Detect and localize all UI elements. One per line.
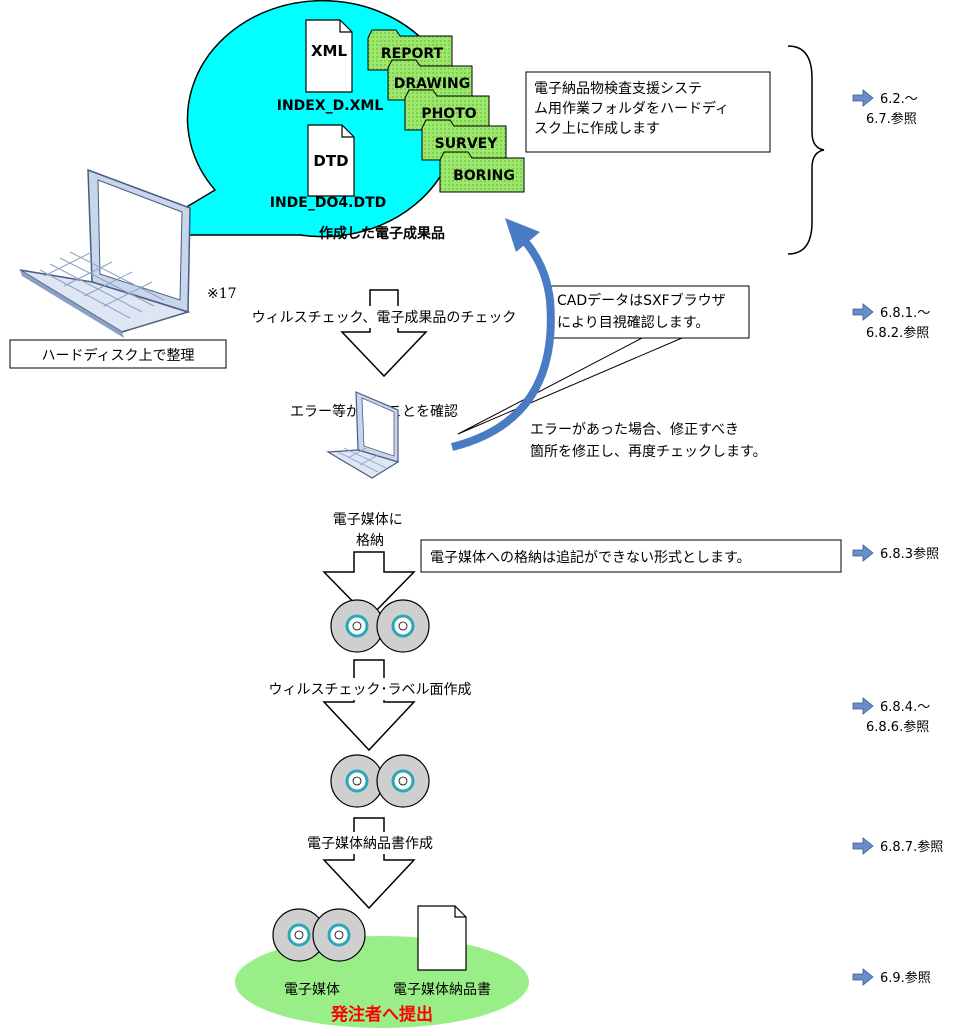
folder-label: BORING: [453, 168, 515, 184]
disc-icon: [272, 908, 326, 962]
arrow-right-icon: [852, 544, 874, 562]
document-icon: [417, 905, 467, 971]
final-doc-label: 電子媒体納品書: [393, 982, 491, 998]
error-note: エラーがあった場合、修正すべき 箇所を修正し、再度チェックします。: [530, 422, 767, 460]
hard-disk-label: ハードディスク上で整理: [41, 347, 194, 364]
reference-item: 6.8.3参照: [852, 544, 939, 562]
arrow-right-icon: [852, 89, 874, 107]
hard-disk-label-box: ハードディスク上で整理: [9, 339, 227, 369]
cad-note-line: により目視確認します。: [557, 315, 709, 331]
label-bg: [278, 832, 468, 854]
disc-pair: [272, 908, 366, 962]
label-bg: [238, 678, 500, 700]
folder-icon: REPORT: [367, 29, 453, 71]
svg-text:CADデータはSXFブラウザ により目視確認しま: CADデータはSXFブラウザ により目視確認します。: [557, 292, 730, 331]
arrow-down-icon: [322, 817, 416, 910]
disc-icon: [312, 908, 366, 962]
reference-label: 6.8.3参照: [880, 546, 939, 562]
label-bg: [228, 306, 540, 328]
reference-item: 6.8.7.参照: [852, 837, 943, 855]
folder-note-box: 電子納品物検査支援システ ム用作業フォルダをハードディ スク上に作成します: [525, 71, 771, 153]
disc-pair: [330, 599, 430, 653]
folder-label: SURVEY: [435, 136, 499, 152]
xml-file-name: INDEX_D.XML: [277, 98, 384, 114]
reference-label: 6.8.1.～6.8.2.参照: [866, 306, 930, 341]
reference-label: 6.2.～6.7.参照: [866, 92, 918, 127]
virus-check-label: ウィルスチェック、電子成果品のチェック: [252, 310, 517, 326]
laptop-icon: [326, 391, 400, 479]
return-curve-arrow: [451, 218, 555, 451]
arrow-right-icon: [852, 697, 874, 715]
arrow-right-icon: [852, 303, 874, 321]
arrow-right-icon: [852, 968, 874, 986]
dtd-icon-label: DTD: [313, 152, 348, 170]
arrow-right-icon: [852, 837, 874, 855]
arrow-down-icon: [340, 289, 428, 378]
media-note: 電子媒体への格納は追記ができない形式とします。: [430, 549, 751, 566]
reference-item: 6.8.4.～6.8.6.参照: [852, 697, 930, 735]
disc-pair: [330, 754, 430, 808]
reference-item: 6.8.1.～6.8.2.参照: [852, 303, 930, 341]
dtd-file-icon: DTD: [307, 124, 355, 197]
cad-note-box: CADデータはSXFブラウザ により目視確認します。: [550, 285, 750, 339]
cad-callout-pointer: [457, 337, 683, 435]
folder-stack: REPORT DRAWING PHOTO SURVEY BORING: [367, 29, 525, 193]
reference-label: 6.9.参照: [880, 970, 931, 986]
disc-icon: [330, 754, 384, 808]
cad-note-line: CADデータはSXFブラウザ: [557, 292, 726, 309]
folder-label: DRAWING: [394, 76, 470, 92]
dtd-file-name: INDE_DO4.DTD: [270, 195, 386, 211]
final-media-label: 電子媒体: [284, 982, 340, 998]
error-note-line: エラーがあった場合、修正すべき: [530, 422, 739, 438]
svg-text:電子納品物検査支援システ ム用作業フォルダをハー: 電子納品物検査支援システ ム用作業フォルダをハードディ スク上に作成します: [534, 81, 733, 137]
reference-item: 6.9.参照: [852, 968, 931, 986]
reference-label: 6.8.7.参照: [880, 839, 943, 855]
reference-label: 6.8.4.～6.8.6.参照: [866, 700, 930, 735]
grouping-brace: [787, 45, 825, 255]
store-media-label: 電子媒体に 格納: [333, 512, 407, 549]
folder-icon: SURVEY: [421, 119, 507, 161]
label-make-label: ウィルスチェック･ラベル面作成: [269, 682, 472, 698]
xml-file-icon: XML: [305, 19, 353, 93]
folder-note-line: スク上に作成します: [534, 121, 660, 137]
folder-label: PHOTO: [421, 106, 476, 122]
error-note-line: 箇所を修正し、再度チェックします。: [530, 443, 767, 460]
arrow-down-icon: [322, 659, 416, 752]
disc-icon: [376, 754, 430, 808]
laptop-icon: [19, 168, 191, 338]
submit-label: 発注者へ提出: [330, 1004, 433, 1025]
disc-icon: [376, 599, 430, 653]
bubble-caption: 作成した電子成果品: [319, 225, 445, 242]
disc-icon: [330, 599, 384, 653]
folder-icon: BORING: [439, 151, 525, 193]
reference-item: 6.2.～6.7.参照: [852, 89, 918, 127]
arrow-down-icon: [322, 551, 416, 620]
footnote-mark: ※17: [207, 286, 237, 302]
media-note-box: 電子媒体への格納は追記ができない形式とします。: [420, 539, 842, 573]
doc-make-label: 電子媒体納品書作成: [307, 836, 433, 852]
folder-note-line: ム用作業フォルダをハードディ: [534, 100, 729, 117]
folder-label: REPORT: [381, 46, 444, 62]
xml-icon-label: XML: [311, 42, 347, 60]
folder-note-line: 電子納品物検査支援システ: [534, 81, 702, 97]
reference-column: 6.2.～6.7.参照 6.8.1.～6.8.2.参照 6.8.3参照 6.8.4.～…: [852, 89, 943, 986]
